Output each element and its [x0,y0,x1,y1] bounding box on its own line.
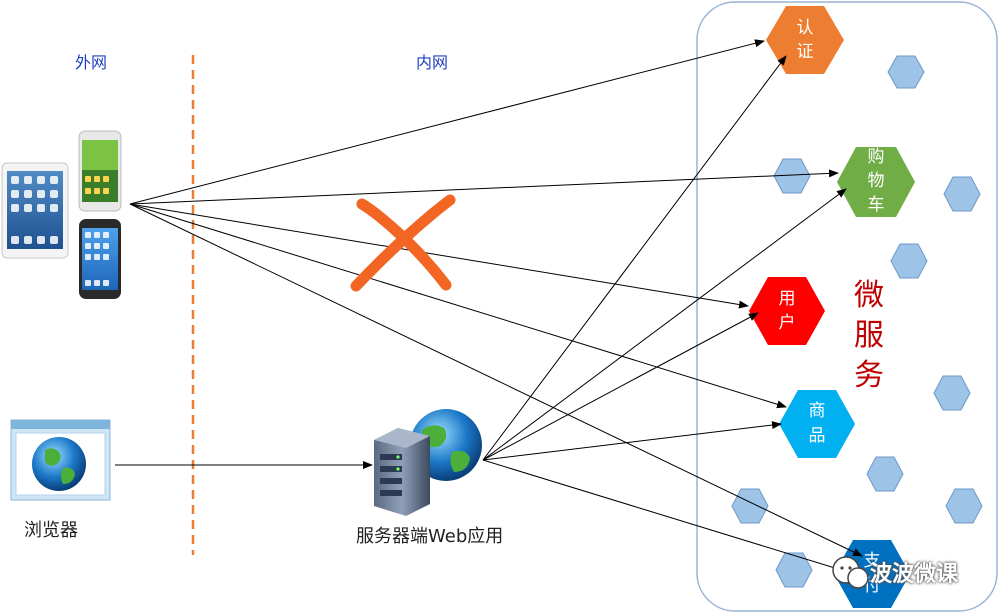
microservices-label: 微服务 [854,278,884,393]
decor-hex [731,488,769,524]
inner-network-label: 内网 [416,53,449,72]
web-app-label: 服务器端Web应用 [356,526,504,547]
service-user-label: 户 [779,313,796,333]
service-cart-hex [837,147,915,217]
arrow-webapp-to-product [482,421,782,461]
service-cart: 购 物 车 [837,147,915,217]
service-auth: 认 证 [766,6,844,74]
service-auth-label: 证 [797,42,814,62]
arrow-webapp-to-payment [482,459,849,574]
arrow-webapp-to-cart [482,188,847,461]
service-user: 用 户 [749,277,825,345]
wechat-logo-icon [832,556,869,589]
server-icon [374,409,482,516]
decor-hex [773,158,811,194]
decor-hex [887,55,925,89]
microservices-zone [696,1,998,612]
arrow-devices-to-auth [129,39,765,205]
service-product-label: 商 [809,401,826,421]
decor-hex [866,456,904,492]
decor-hex [945,488,983,524]
device-arrows [129,39,863,557]
service-product: 商 品 [779,390,855,458]
webapp-arrows [482,55,849,574]
arrow-webapp-to-auth [482,55,787,461]
arrow-devices-to-user [129,203,749,309]
watermark-text: 波波微课 [870,562,959,587]
forbidden-cross-icon [350,194,456,292]
arrow-devices-to-cart [129,169,839,205]
service-cart-label: 物 [868,171,885,191]
service-user-hex [749,277,825,345]
android-phone-icon [78,130,122,212]
browser-label: 浏览器 [24,520,78,541]
service-payment-hex [834,540,910,608]
decor-hex [890,243,928,279]
service-user-label: 用 [779,289,796,309]
service-cart-label: 购 [868,147,885,167]
arrow-webapp-to-user [482,312,759,461]
decor-hexagons [731,55,983,588]
browser-icon [10,419,111,501]
iphone-icon [79,219,121,299]
decor-hex [943,176,981,212]
outer-network-label: 外网 [75,53,108,72]
decor-hex [775,552,813,588]
service-auth-label: 认 [797,18,814,38]
arrow-devices-to-payment [129,203,863,557]
arrow-devices-to-product [129,203,787,409]
tablet-icon [1,162,69,259]
service-product-hex [779,390,855,458]
service-product-label: 品 [809,426,826,446]
decor-hex [933,375,971,411]
service-cart-label: 车 [868,195,885,215]
service-payment: 支 付 [834,540,910,608]
service-auth-hex [766,6,844,74]
service-payment-label: 支 [864,551,881,571]
